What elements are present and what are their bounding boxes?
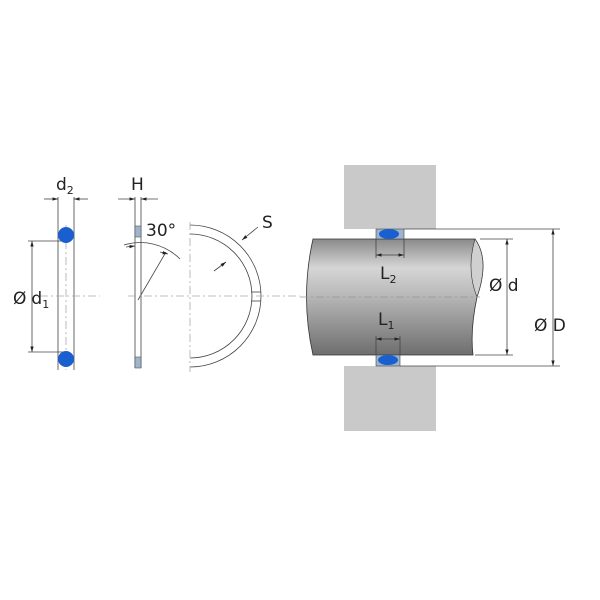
backup-ring-side-view [118,197,181,368]
o-ring-section-top [58,227,74,243]
washer-section-bottom [134,356,142,369]
seal-top [379,229,399,239]
l1-label: L1 [378,310,394,332]
seal-bottom [378,355,398,365]
d2-label: d2 [56,175,74,197]
backup-ring-front-view [128,222,300,372]
o-ring-section-bottom [58,351,74,367]
D-label: Ø D [534,316,566,336]
d-label: Ø d [489,276,519,296]
angle-label: 30° [146,221,176,241]
o-ring-view [28,197,100,370]
h-label: H [131,175,144,195]
l2-label: L2 [380,264,396,286]
s-label: S [262,213,273,233]
installation-dimensions [300,228,560,367]
washer-section-top [134,225,142,238]
